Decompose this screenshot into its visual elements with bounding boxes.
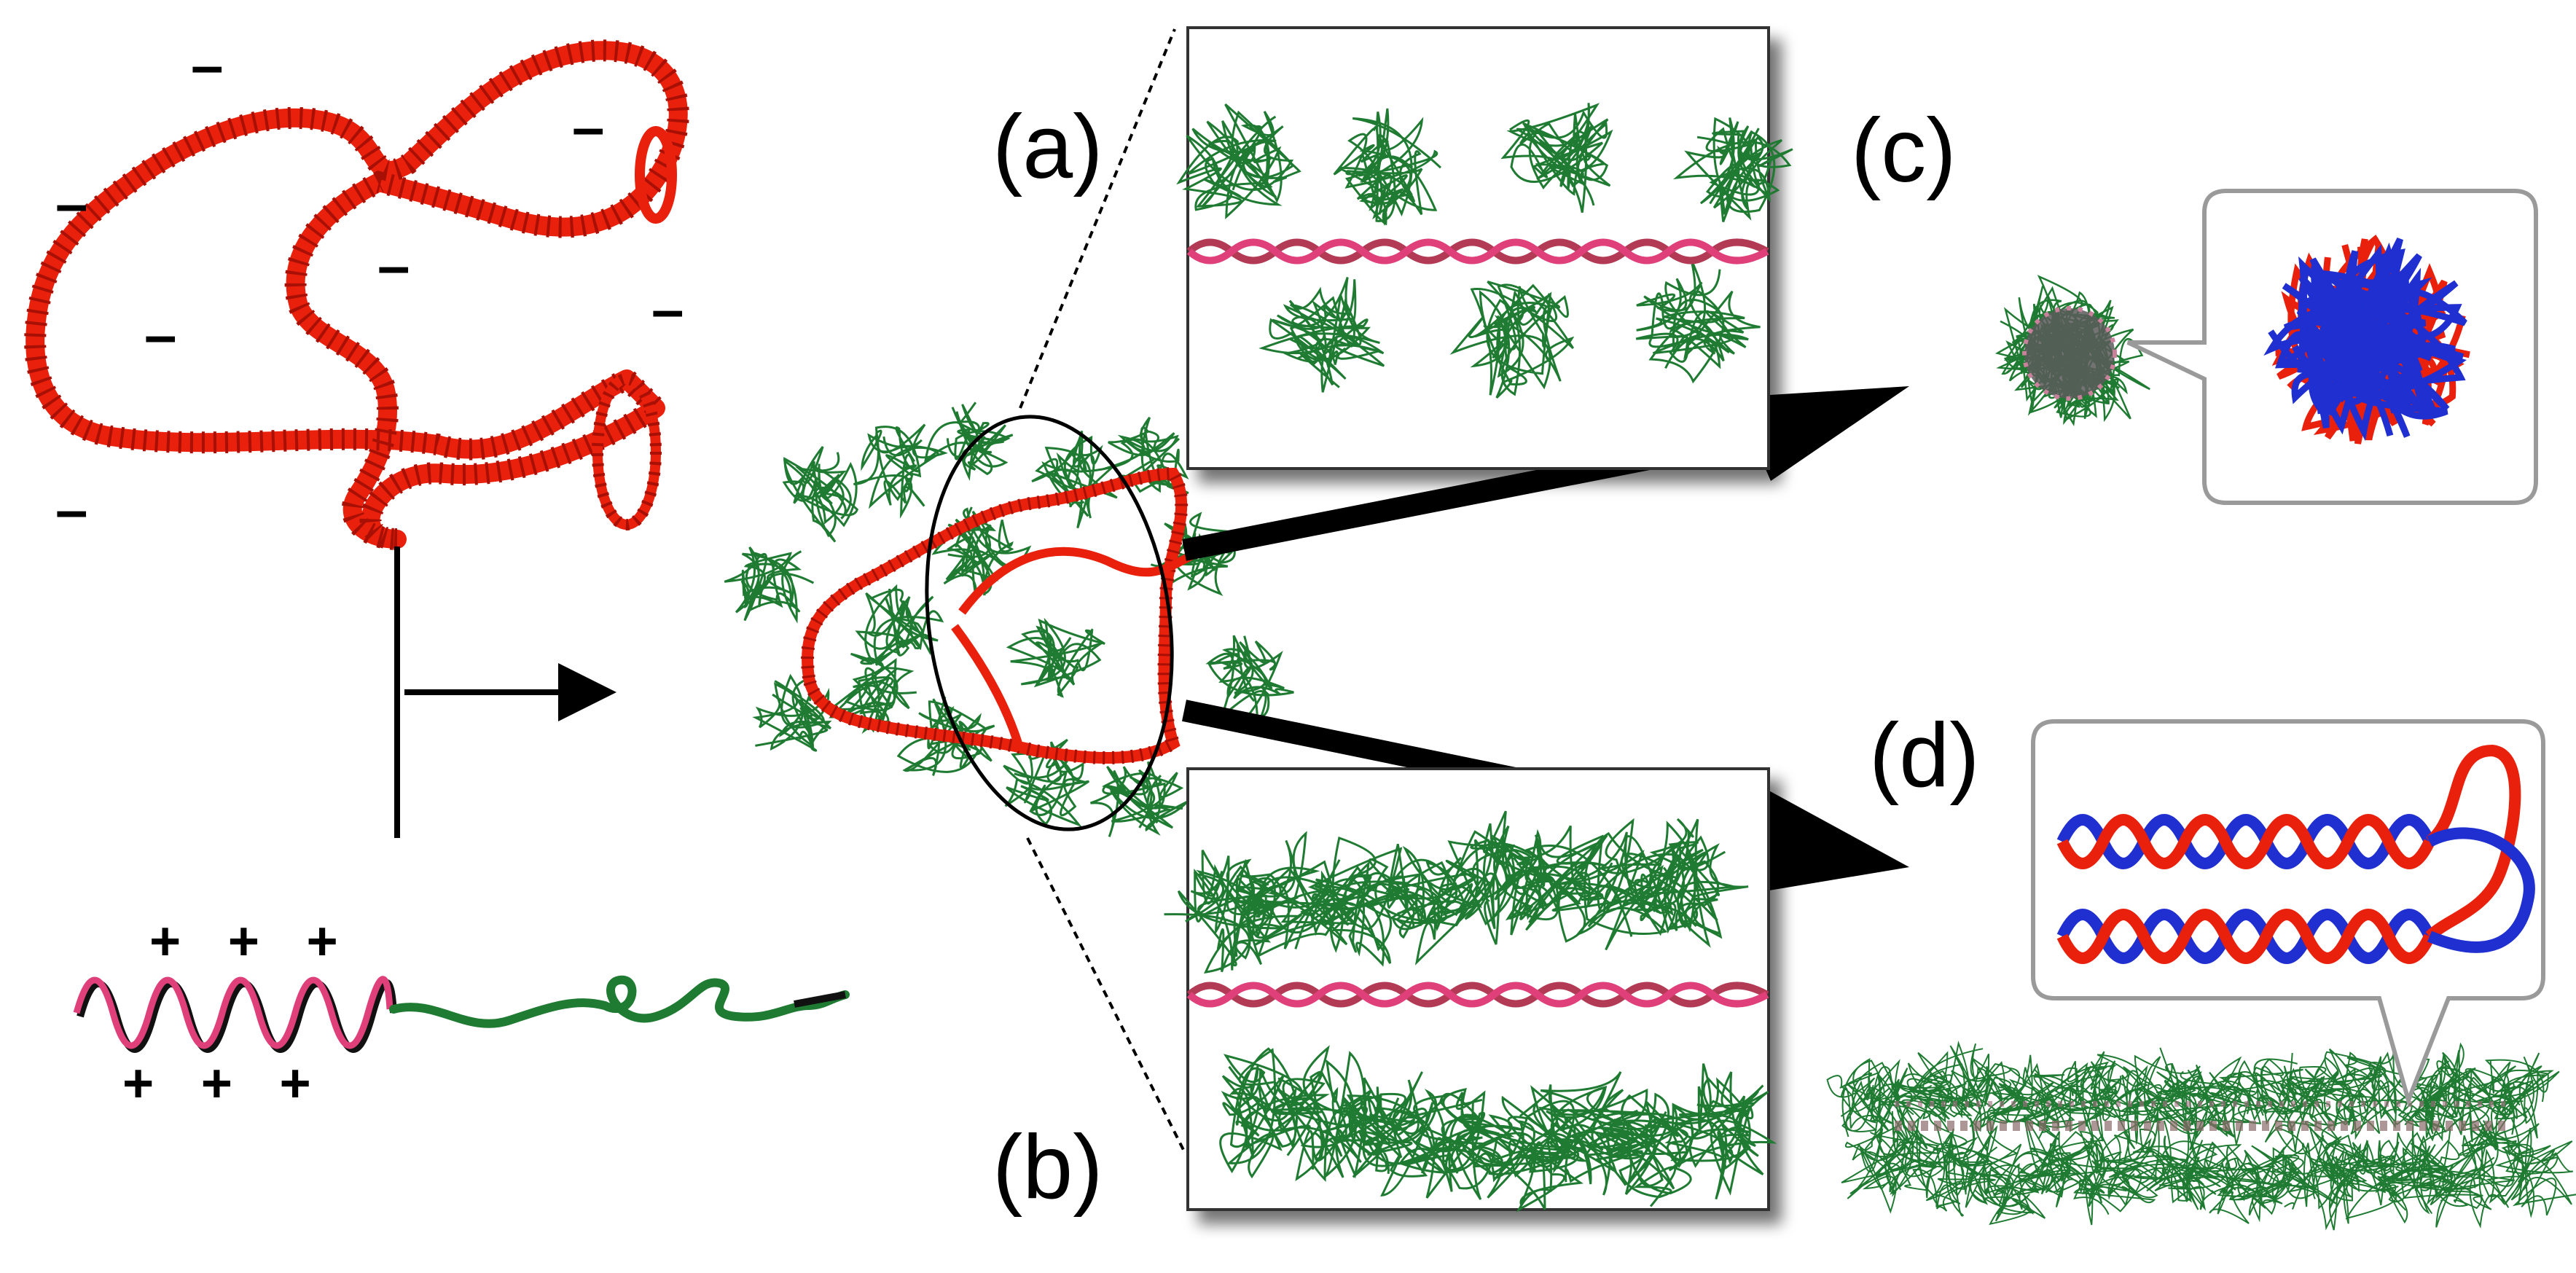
protein-coil xyxy=(1989,1054,2076,1134)
minus-sign: – xyxy=(55,477,88,542)
minus-sign: – xyxy=(191,33,224,98)
protein-coil xyxy=(1398,1088,1524,1200)
hairpin-duplex xyxy=(2056,744,2535,964)
protein-coil xyxy=(2229,1137,2317,1216)
panel-label-d: (d) xyxy=(1869,705,1980,806)
protein-coil xyxy=(2274,269,2459,428)
panel-label-b: (b) xyxy=(993,1117,1103,1218)
protein-coil xyxy=(1176,103,1301,219)
callout-c xyxy=(2126,189,2538,505)
protein-coil xyxy=(2461,1117,2551,1204)
protein-coil xyxy=(2099,1111,2188,1200)
protein-coil xyxy=(724,547,815,624)
protein-coil xyxy=(923,402,1014,482)
protein-coil xyxy=(2287,1143,2387,1231)
protein-coil xyxy=(1235,831,1357,958)
inset-b-dna-strand xyxy=(1186,982,1769,1008)
protein-coil xyxy=(2005,1114,2084,1198)
dna-loop-helix xyxy=(24,39,689,550)
protein-coil xyxy=(1526,1071,1657,1196)
protein-coil xyxy=(2312,1048,2390,1140)
protein-coil xyxy=(1366,843,1490,965)
center-dna-ring xyxy=(801,466,1197,764)
protein-coil xyxy=(1006,617,1105,698)
protein-coil xyxy=(1258,277,1385,393)
plus-signs-top: + + + xyxy=(149,911,354,971)
protein-coil xyxy=(1912,1124,1996,1217)
zoom-dotted-lines xyxy=(1019,28,1186,1152)
protein-coil xyxy=(1651,1063,1777,1200)
dna-loop-molecule xyxy=(24,39,689,550)
protein-coil xyxy=(1089,761,1189,837)
protein-coil xyxy=(1583,1092,1694,1207)
minus-sign: – xyxy=(55,171,88,236)
protein-coil xyxy=(752,673,832,752)
inset-b-protein-coils xyxy=(1164,810,1777,1213)
protein-coil xyxy=(1442,810,1555,945)
inset-b xyxy=(1164,767,1777,1213)
protein-coil xyxy=(1862,1059,1950,1143)
rod-protein-coils xyxy=(1826,1041,2576,1231)
protein-coil xyxy=(1500,103,1613,213)
protein-coil xyxy=(2268,270,2467,420)
protein-coil xyxy=(782,446,859,543)
protein-coil xyxy=(829,652,917,735)
peptide-helix-dark xyxy=(77,979,397,1053)
protein-coil xyxy=(855,584,944,666)
protein-coil xyxy=(2030,1061,2104,1141)
globule-c xyxy=(1994,275,2150,426)
zoom-ellipse xyxy=(925,415,1174,831)
protein-coil xyxy=(1300,837,1428,967)
protein-coil xyxy=(2419,1129,2515,1229)
protein-coil xyxy=(1339,1071,1451,1196)
tangled-strands-red-blue xyxy=(2263,234,2470,444)
protein-coil xyxy=(1623,818,1749,948)
protein-coil xyxy=(1333,108,1442,227)
protein-coil xyxy=(931,506,1032,600)
protein-coil xyxy=(1219,1047,1330,1179)
protein-coil xyxy=(1456,1091,1586,1213)
peptide-molecule xyxy=(73,975,850,1053)
plus-signs-bottom: + + + xyxy=(122,1053,327,1113)
inset-a-dna-strand xyxy=(1186,238,1769,265)
panel-label-c: (c) xyxy=(1851,101,1957,201)
minus-sign: – xyxy=(144,302,177,367)
protein-coil xyxy=(1003,738,1090,828)
protein-coil xyxy=(1635,259,1761,384)
minus-sign: – xyxy=(651,277,684,342)
protein-coil xyxy=(2486,1127,2576,1218)
protein-coil xyxy=(853,423,948,519)
protein-coil xyxy=(1841,1121,1927,1214)
protein-coil xyxy=(1672,117,1793,222)
inset-a-protein-coils xyxy=(1176,103,1793,399)
protein-coil xyxy=(1104,416,1189,495)
protein-coil xyxy=(1933,1116,2022,1208)
protein-coil xyxy=(1557,818,1683,951)
minus-sign: – xyxy=(377,233,410,298)
protein-coil xyxy=(1449,281,1575,399)
panel-label-a: (a) xyxy=(993,97,1103,197)
minus-sign: – xyxy=(572,95,605,160)
protein-coil xyxy=(1826,1057,1900,1137)
peptide-tail xyxy=(389,975,850,1028)
peptide-helix-pink xyxy=(73,976,394,1049)
protein-coil xyxy=(1965,1150,2046,1226)
inset-a xyxy=(1176,26,1793,470)
callout-d xyxy=(2031,719,2545,1108)
dna-end-coil xyxy=(592,126,677,530)
protein-coil xyxy=(2132,1120,2221,1211)
protein-coil xyxy=(2255,1052,2338,1153)
rod-d xyxy=(1826,1041,2576,1231)
protein-coil xyxy=(2475,1052,2560,1139)
